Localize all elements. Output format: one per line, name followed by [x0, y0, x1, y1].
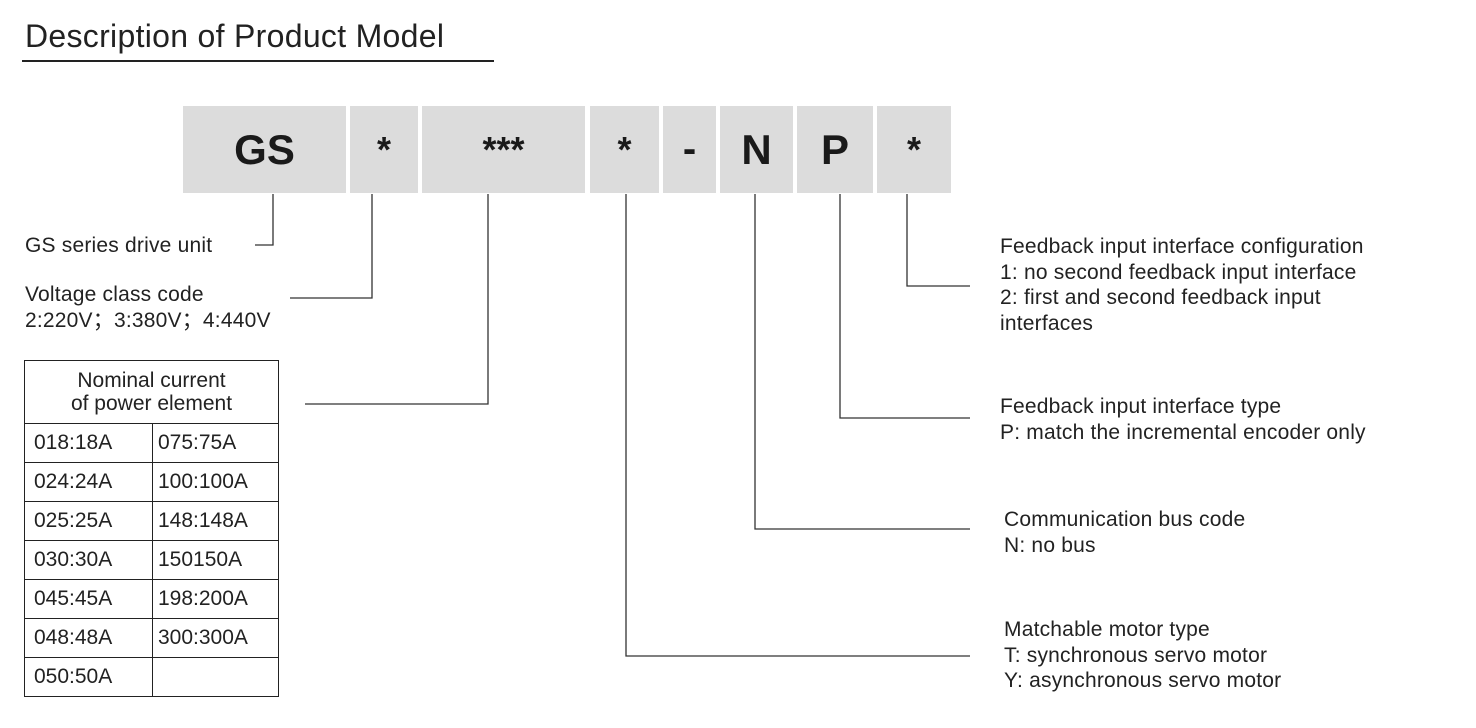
code-box-dash: - — [663, 106, 716, 193]
label-feedback-config: Feedback input interface configuration 1… — [1000, 234, 1364, 336]
table-cell: 045:45A — [24, 579, 153, 619]
label-feedback-config-title: Feedback input interface configuration — [1000, 235, 1364, 258]
label-feedback-config-2: 2: first and second feedback input — [1000, 286, 1321, 309]
table-cell: 198:200A — [152, 579, 279, 619]
label-feedback-type-p: P: match the incremental encoder only — [1000, 420, 1366, 444]
label-series: GS series drive unit — [25, 234, 213, 257]
table-cell: 018:18A — [24, 423, 153, 463]
code-box-feedback-type: P — [797, 106, 873, 193]
leader-series — [255, 194, 274, 246]
current-table-header-line-1: Nominal current — [77, 369, 226, 392]
label-motor-title: Matchable motor type — [1004, 618, 1210, 641]
leader-bus — [754, 194, 970, 530]
table-cell: 048:48A — [24, 618, 153, 658]
leader-feedback-config — [906, 194, 970, 287]
label-bus-title: Communication bus code — [1004, 508, 1246, 531]
code-box-voltage: * — [350, 106, 418, 193]
code-box-current: *** — [422, 106, 585, 193]
label-voltage: Voltage class code 2:220V；3:380V；4:440V — [25, 282, 271, 333]
label-motor: Matchable motor type T: synchronous serv… — [1004, 617, 1281, 694]
leader-motor — [625, 194, 970, 657]
label-bus: Communication bus code N: no bus — [1004, 507, 1245, 558]
code-box-bus: N — [720, 106, 793, 193]
page-title: Description of Product Model — [25, 18, 445, 54]
label-feedback-config-1: 1: no second feedback input interface — [1000, 260, 1357, 284]
table-cell: 148:148A — [152, 501, 279, 541]
current-table-header-row: Nominal current of power element — [24, 360, 279, 424]
title-underline — [22, 60, 494, 62]
label-feedback-config-3: interfaces — [1000, 311, 1094, 335]
leader-voltage — [290, 194, 373, 299]
table-cell: 100:100A — [152, 462, 279, 502]
table-cell: 025:25A — [24, 501, 153, 541]
label-feedback-type: Feedback input interface type P: match t… — [1000, 394, 1366, 445]
label-feedback-type-title: Feedback input interface type — [1000, 395, 1282, 418]
code-box-feedback-config: * — [877, 106, 951, 193]
code-box-series: GS — [183, 106, 346, 193]
leader-feedback-type — [839, 194, 970, 419]
code-box-motor: * — [590, 106, 659, 193]
table-cell: 024:24A — [24, 462, 153, 502]
label-motor-t: T: synchronous servo motor — [1004, 643, 1268, 667]
table-row: 050:50A — [24, 657, 279, 697]
current-table: Nominal current of power element 018:18A… — [24, 360, 279, 697]
current-table-header-line-2: of power element — [70, 392, 233, 415]
label-voltage-title: Voltage class code — [25, 283, 204, 306]
table-cell: 300:300A — [152, 618, 279, 658]
table-cell: 030:30A — [24, 540, 153, 580]
current-table-header: Nominal current of power element — [24, 360, 279, 424]
table-cell — [152, 657, 279, 697]
leader-current — [305, 194, 489, 405]
label-voltage-values: 2:220V；3:380V；4:440V — [25, 308, 271, 332]
table-cell: 075:75A — [152, 423, 279, 463]
label-bus-n: N: no bus — [1004, 533, 1096, 557]
label-motor-y: Y: asynchronous servo motor — [1004, 669, 1282, 692]
table-cell: 150150A — [152, 540, 279, 580]
table-cell: 050:50A — [24, 657, 153, 697]
